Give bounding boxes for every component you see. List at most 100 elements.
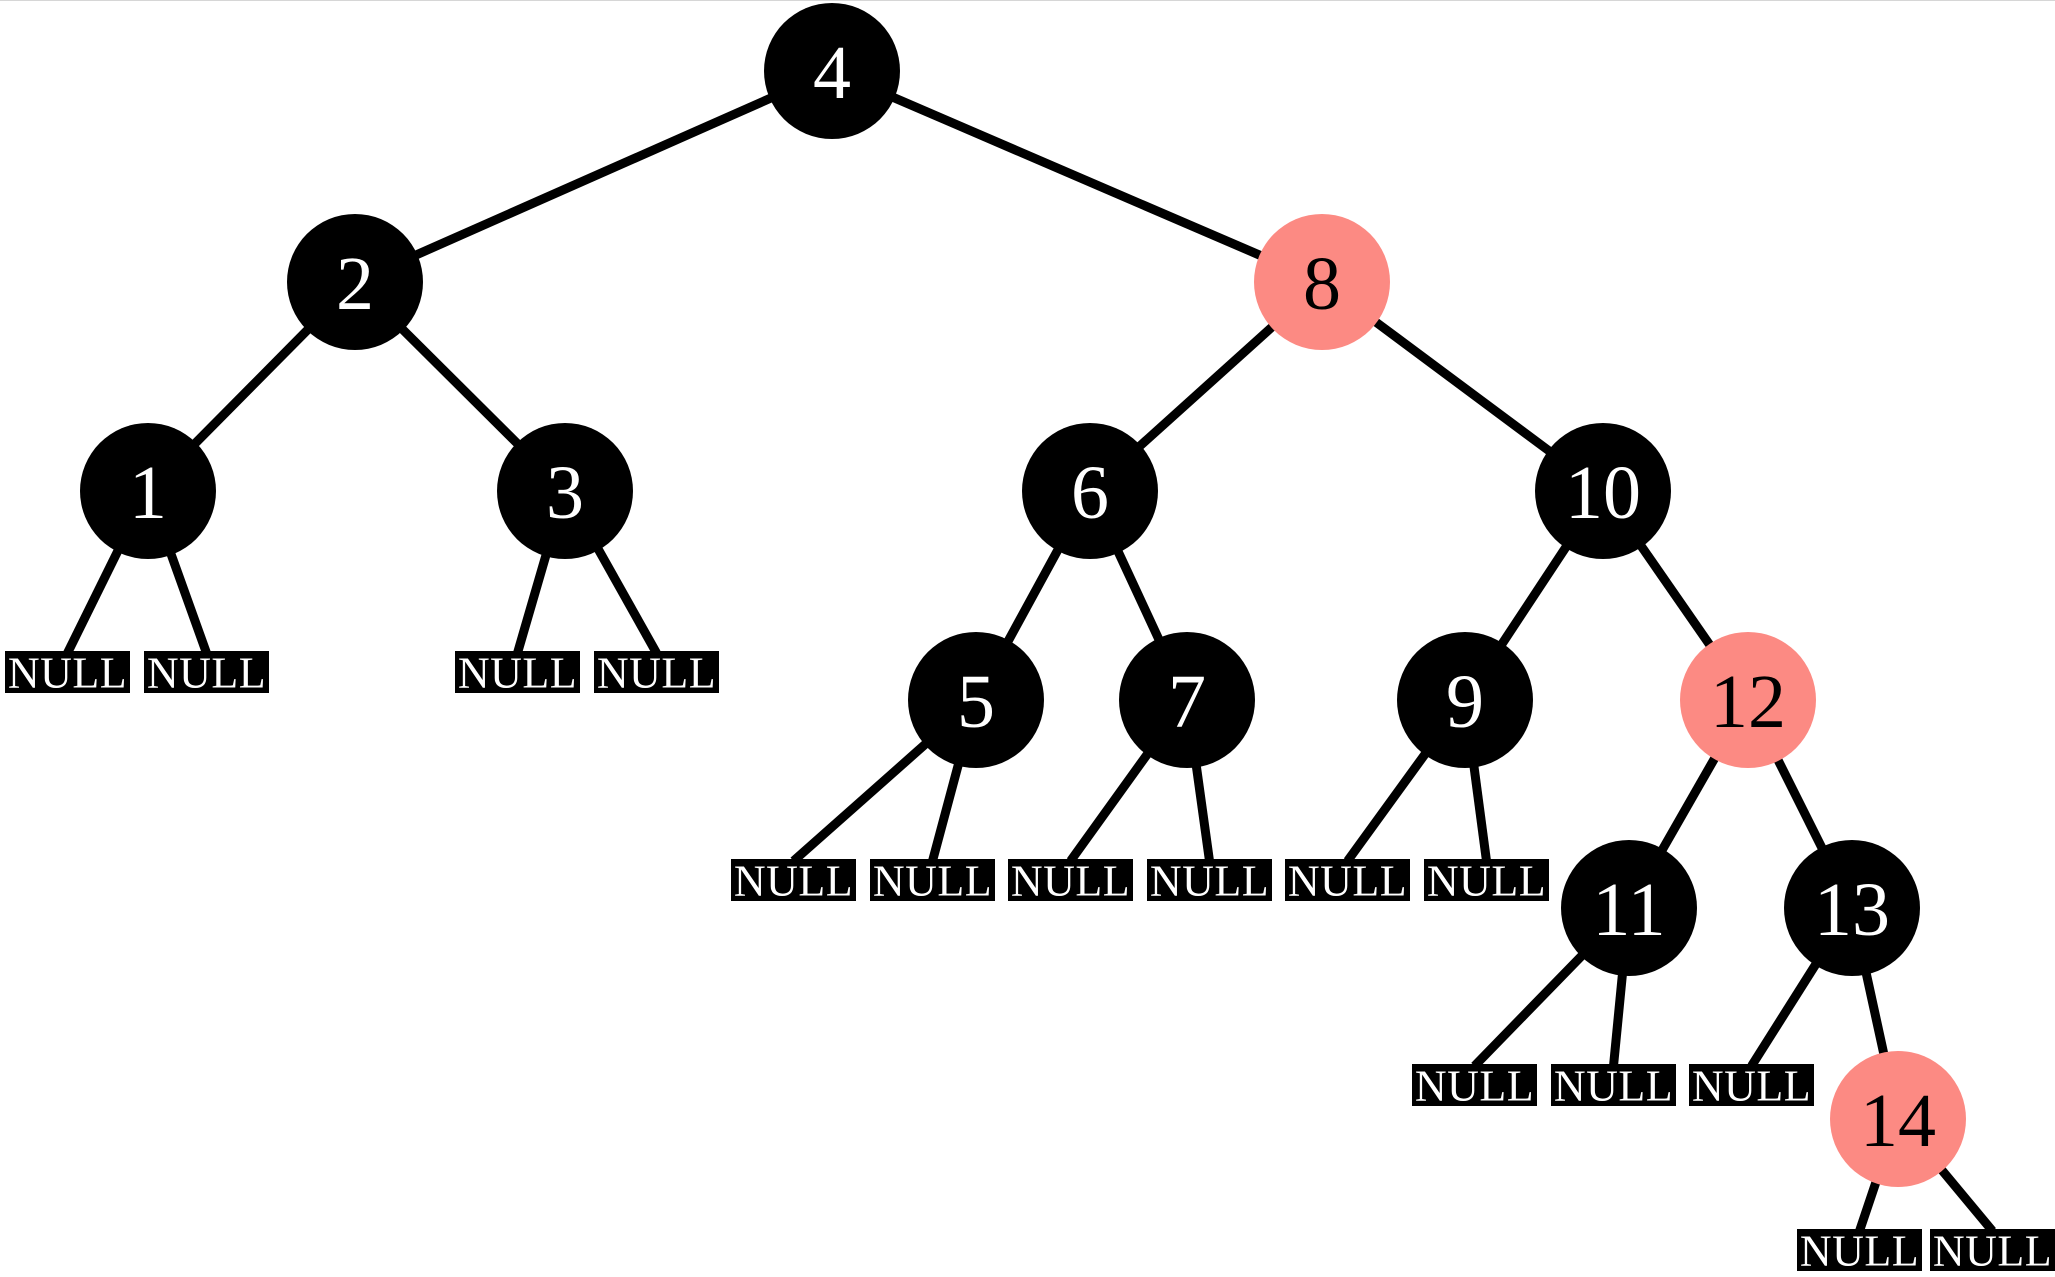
tree-node-circle[interactable] [908,632,1044,768]
tree-edge-7-null [1066,748,1153,864]
tree-edge-1-null [63,546,124,655]
tree-node-10[interactable]: 10 [1535,423,1671,559]
tree-edge-4-2 [411,92,776,261]
null-leaf-box [1797,1229,1922,1271]
tree-edge-11-null [1471,950,1588,1070]
tree-edge-4-8 [889,92,1265,261]
null-leaf: NULL [1551,1062,1676,1111]
tree-edge-12-13 [1772,755,1828,853]
tree-node-7[interactable]: 7 [1119,632,1255,768]
null-leaf: NULL [870,857,995,906]
null-leaf-box [5,651,130,693]
null-leaf-label: NULL [8,649,127,698]
tree-edge-9-null [1469,762,1491,862]
tree-node-1[interactable]: 1 [80,423,216,559]
tree-node-label: 13 [1814,868,1890,952]
null-leaf: NULL [1008,857,1133,906]
null-leaf-label: NULL [1150,857,1269,906]
tree-edge-9-null [1343,748,1431,864]
null-leaf-box [1551,1064,1676,1106]
tree-node-circle[interactable] [1535,423,1671,559]
tree-edge-10-12 [1635,541,1716,650]
tree-node-label: 4 [813,31,851,115]
tree-node-9[interactable]: 9 [1397,632,1533,768]
null-leaf: NULL [1689,1062,1814,1111]
tree-edge-12-11 [1656,753,1721,855]
tree-edge-14-null [1936,1164,1996,1234]
null-leaf: NULL [594,649,719,698]
tree-node-12[interactable]: 12 [1680,632,1816,768]
null-leaf-label: NULL [597,649,716,698]
tree-edge-3-null [513,551,552,655]
tree-node-label: 2 [336,242,374,326]
null-leaf-box [1689,1064,1814,1106]
tree-edge-13-14 [1861,969,1889,1058]
tree-node-label: 7 [1168,660,1206,744]
null-leaf: NULL [1285,857,1410,906]
null-leaf-box [1424,859,1549,901]
tree-node-circle[interactable] [1680,632,1816,768]
null-leaf-label: NULL [458,649,577,698]
null-leaf: NULL [5,649,130,698]
null-leaf: NULL [731,857,856,906]
tree-node-circle[interactable] [497,423,633,559]
tree-node-label: 6 [1071,451,1109,535]
tree-edge-1-null [165,549,211,655]
tree-node-label: 9 [1446,660,1484,744]
tree-node-label: 11 [1592,868,1665,952]
tree-edge-5-null [790,738,931,865]
tree-node-label: 3 [546,451,584,535]
tree-node-2[interactable]: 2 [287,214,423,350]
tree-edge-13-null [1747,959,1822,1069]
tree-edge-2-3 [397,323,523,450]
tree-edge-2-1 [189,324,314,449]
tree-node-circle[interactable] [1784,840,1920,976]
null-leaf-box [455,651,580,693]
null-leaf-box [594,651,719,693]
null-leaf: NULL [1147,857,1272,906]
null-leaf-label: NULL [1288,857,1407,906]
tree-edge-6-7 [1112,547,1165,644]
null-leaf: NULL [144,649,269,698]
tree-edge-14-null [1855,1177,1882,1233]
tree-node-circle[interactable] [1561,840,1697,976]
null-leaf: NULL [1797,1227,1922,1276]
tree-node-4[interactable]: 4 [764,3,900,139]
tree-node-label: 12 [1710,660,1786,744]
null-leaf-label: NULL [1427,857,1546,906]
null-leaf-box [1008,859,1133,901]
null-leaf-box [731,859,856,901]
null-leaf-label: NULL [873,857,992,906]
tree-node-circle[interactable] [287,214,423,350]
tree-node-circle[interactable] [80,423,216,559]
tree-node-6[interactable]: 6 [1022,423,1158,559]
tree-node-8[interactable]: 8 [1254,214,1390,350]
tree-node-13[interactable]: 13 [1784,840,1920,976]
null-leaf: NULL [1424,857,1549,906]
tree-node-label: 8 [1303,242,1341,326]
tree-edge-7-null [1191,762,1214,862]
tree-node-14[interactable]: 14 [1830,1051,1966,1187]
tree-node-circle[interactable] [1397,632,1533,768]
null-leaf-box [1285,859,1410,901]
tree-node-circle[interactable] [1830,1051,1966,1187]
null-leaf-label: NULL [1800,1227,1919,1276]
null-leaf: NULL [1930,1227,2055,1276]
null-leaf-box [1147,859,1272,901]
null-leaf-label: NULL [734,857,853,906]
tree-node-circle[interactable] [1022,423,1158,559]
null-leaf-box [1412,1064,1537,1106]
tree-edge-5-null [928,760,964,863]
tree-edge-6-5 [1002,545,1064,646]
tree-node-circle[interactable] [1254,214,1390,350]
tree-node-5[interactable]: 5 [908,632,1044,768]
tree-node-3[interactable]: 3 [497,423,633,559]
tree-node-11[interactable]: 11 [1561,840,1697,976]
null-leaf-box [1930,1229,2055,1271]
tree-edge-8-10 [1370,316,1555,457]
tree-node-circle[interactable] [764,3,900,139]
tree-node-circle[interactable] [1119,632,1255,768]
edges-layer [63,92,1996,1234]
